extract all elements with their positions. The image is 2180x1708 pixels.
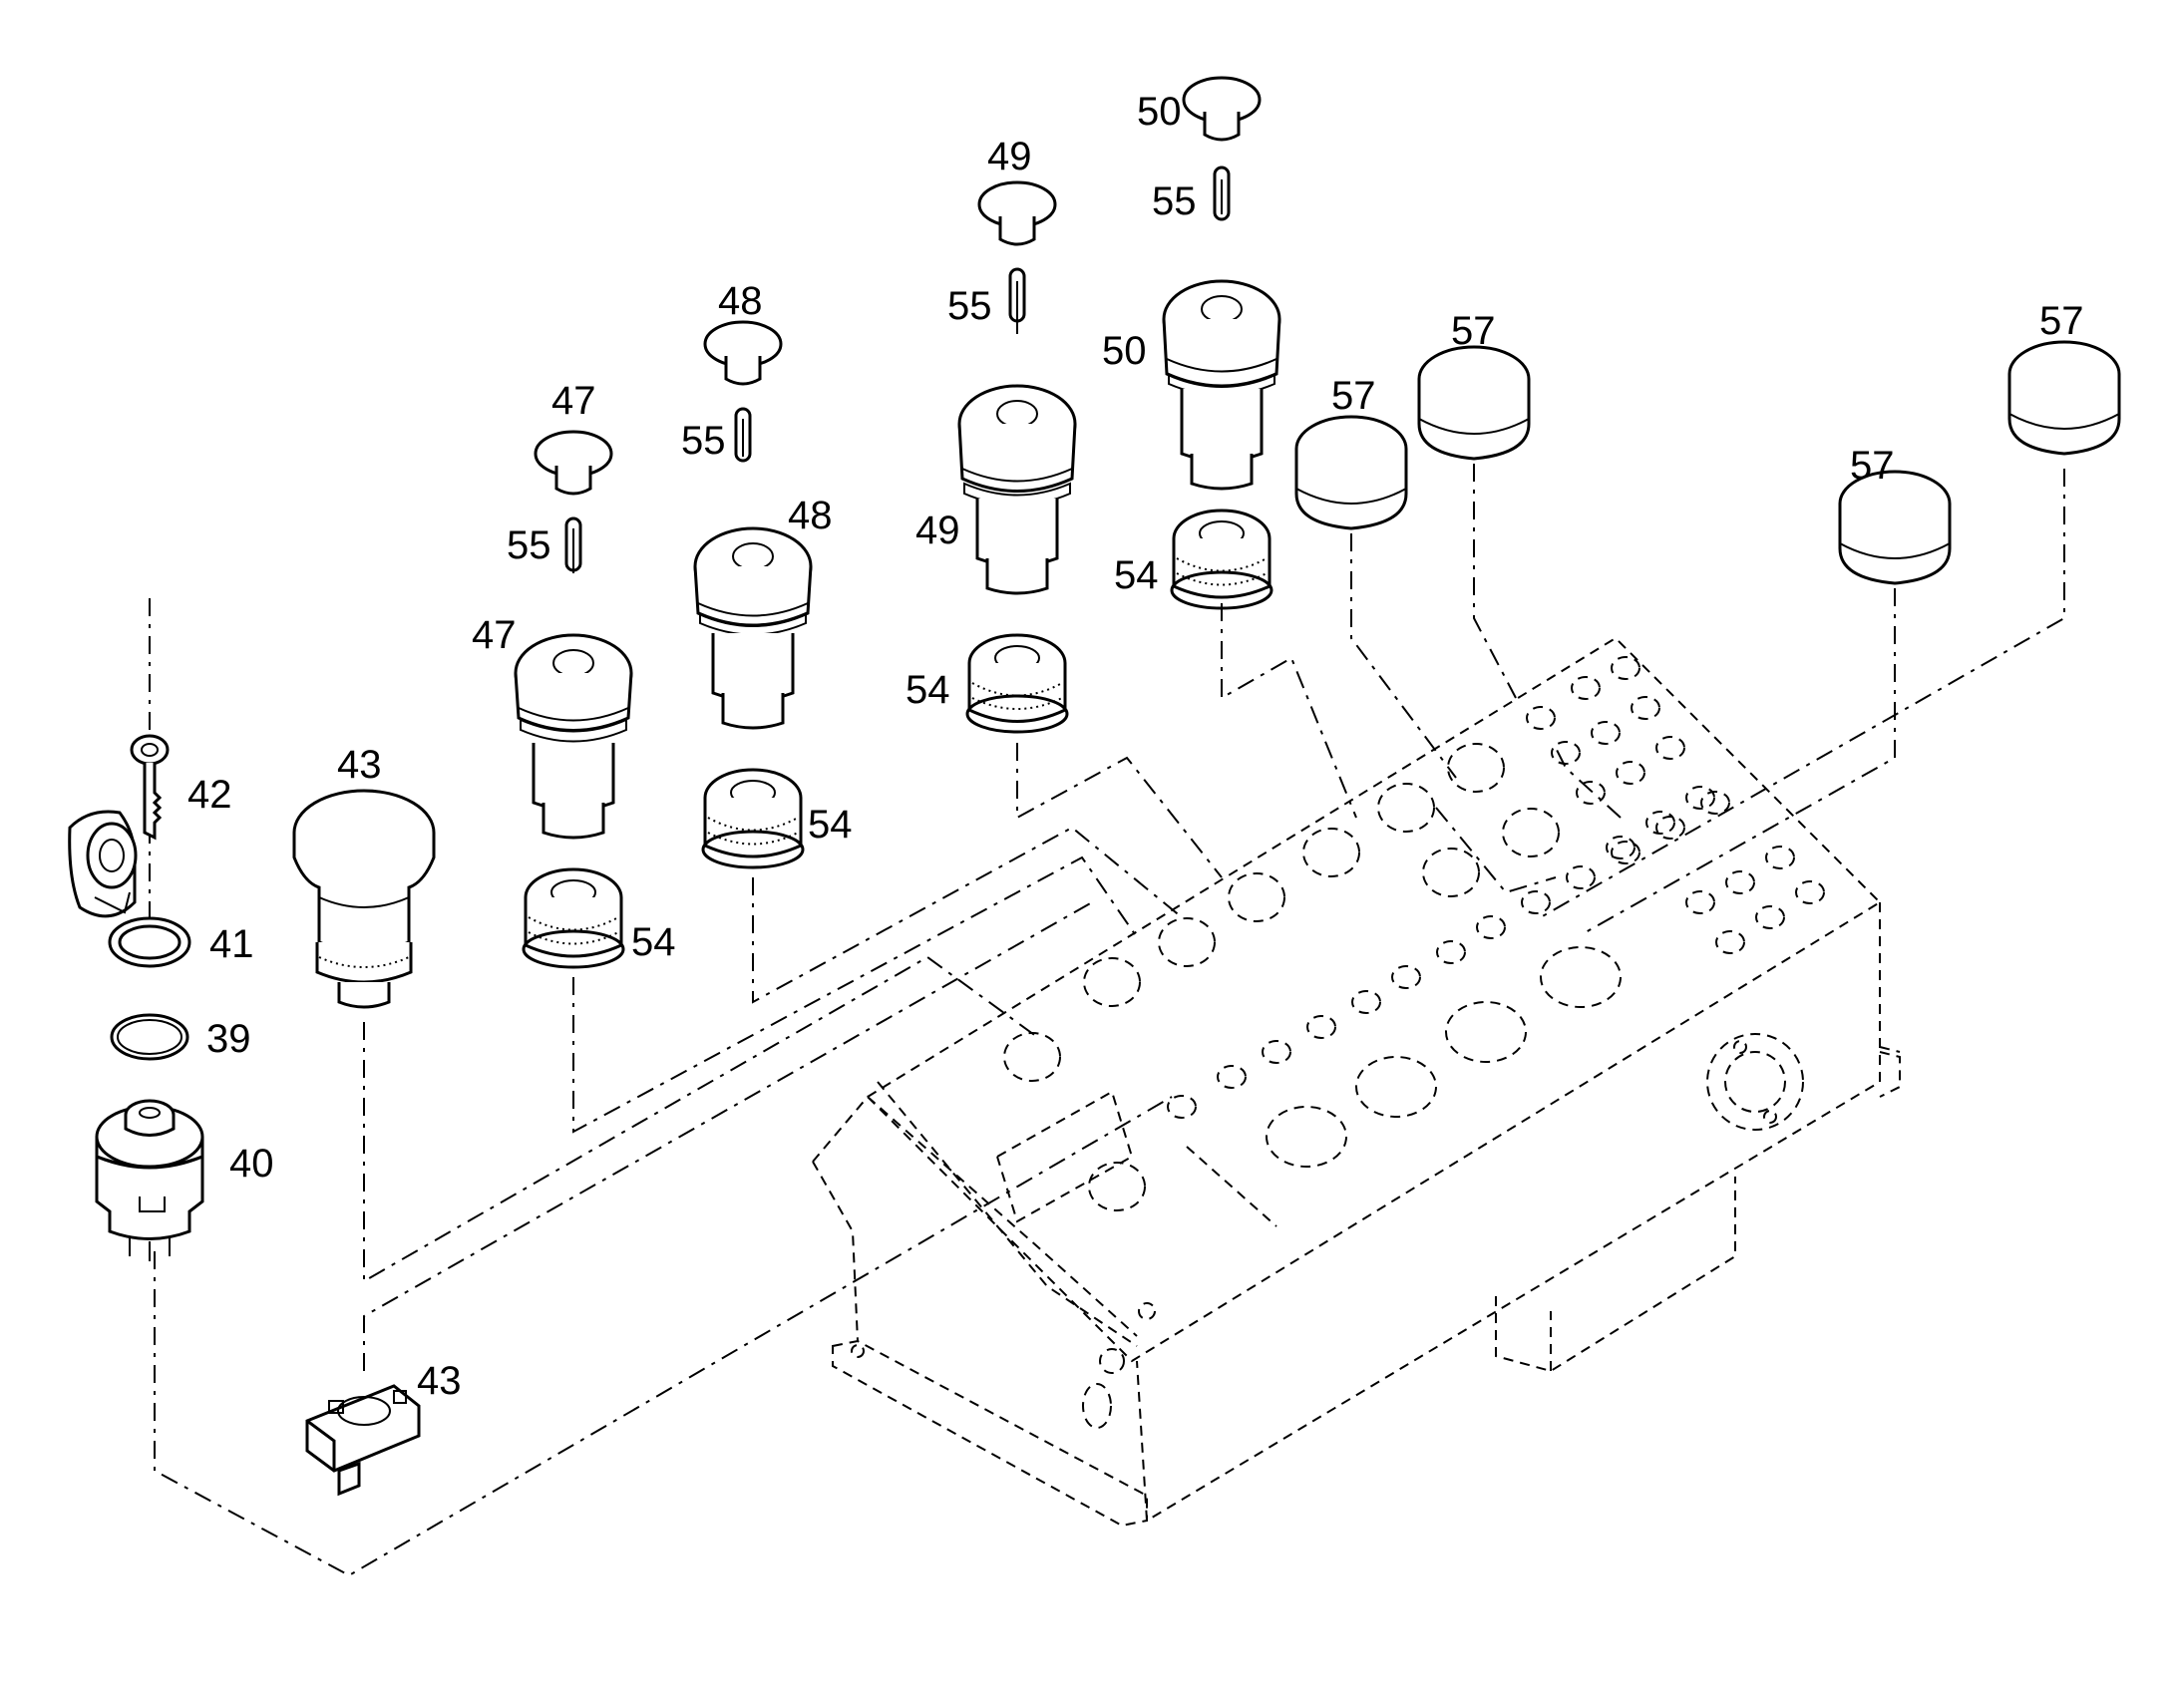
callout-40-ignition-switch: 40 [229, 1142, 274, 1186]
part-57-blank-cap-a [1294, 415, 1408, 530]
part-49-lens-cap [977, 180, 1057, 246]
part-55-bulb-d [564, 516, 582, 573]
part-54-knurled-nut-49 [965, 633, 1069, 734]
callout-50-lens-cap: 50 [1137, 90, 1182, 134]
callout-49-lens-cap: 49 [987, 135, 1032, 178]
part-54-knurled-nut-50 [1170, 509, 1273, 610]
callout-55-bulb: 55 [947, 284, 992, 328]
part-40-ignition-switch [95, 1099, 204, 1261]
callout-55-bulb: 55 [507, 523, 551, 567]
callout-55-bulb: 55 [1152, 179, 1197, 223]
part-57-blank-cap-c [1838, 470, 1952, 585]
callout-39-o-ring: 39 [206, 1017, 251, 1061]
part-54-knurled-nut-48 [701, 768, 805, 869]
callout-57-blank-cap: 57 [2039, 299, 2084, 343]
part-57-blank-cap-b [1417, 345, 1531, 461]
part-39-o-ring [110, 1013, 189, 1061]
part-54-knurled-nut-47 [522, 867, 625, 969]
part-49-switch-body [957, 384, 1077, 595]
callout-54-knurled-nut: 54 [808, 803, 853, 847]
callout-47-switch-body: 47 [472, 613, 517, 657]
callout-54-knurled-nut: 54 [631, 920, 676, 964]
part-42-key [130, 734, 170, 841]
callout-48-lens-cap: 48 [718, 279, 763, 323]
callout-42-key: 42 [187, 773, 232, 817]
callout-57-blank-cap: 57 [1850, 444, 1895, 488]
callout-47-lens-cap: 47 [551, 379, 596, 423]
part-50-switch-body [1162, 279, 1281, 491]
callout-55-bulb: 55 [681, 419, 726, 463]
part-43-mushroom-button [292, 789, 436, 1009]
part-43-contact-block [305, 1384, 421, 1497]
callout-48-switch-body: 48 [788, 494, 833, 537]
callout-54-knurled-nut: 54 [1114, 553, 1159, 597]
part-55-bulb-b [1008, 267, 1026, 334]
part-50-lens-cap [1182, 76, 1262, 142]
callout-54-knurled-nut: 54 [906, 668, 950, 712]
part-41-dust-cover [68, 810, 191, 968]
callout-57-blank-cap: 57 [1451, 309, 1496, 353]
callout-49-switch-body: 49 [915, 509, 960, 552]
part-47-switch-body [514, 633, 633, 840]
part-48-switch-body [693, 526, 813, 730]
callout-50-switch-body: 50 [1102, 329, 1147, 373]
callout-57-blank-cap: 57 [1331, 374, 1376, 418]
part-55-bulb-a [1213, 166, 1231, 221]
callout-41-dust-cover: 41 [209, 922, 254, 966]
control-panel-housing [812, 636, 1901, 1528]
callout-labels: 50 55 49 55 50 48 55 57 57 57 57 47 48 4… [187, 90, 2084, 1403]
callout-43-mushroom-button: 43 [337, 743, 382, 787]
callout-43-contact-block: 43 [417, 1359, 462, 1403]
part-47-lens-cap [534, 430, 613, 496]
leader-lines [149, 464, 2065, 1577]
part-55-bulb-c [734, 407, 752, 463]
part-48-lens-cap [703, 320, 783, 386]
part-57-blank-cap-d [2007, 340, 2121, 456]
